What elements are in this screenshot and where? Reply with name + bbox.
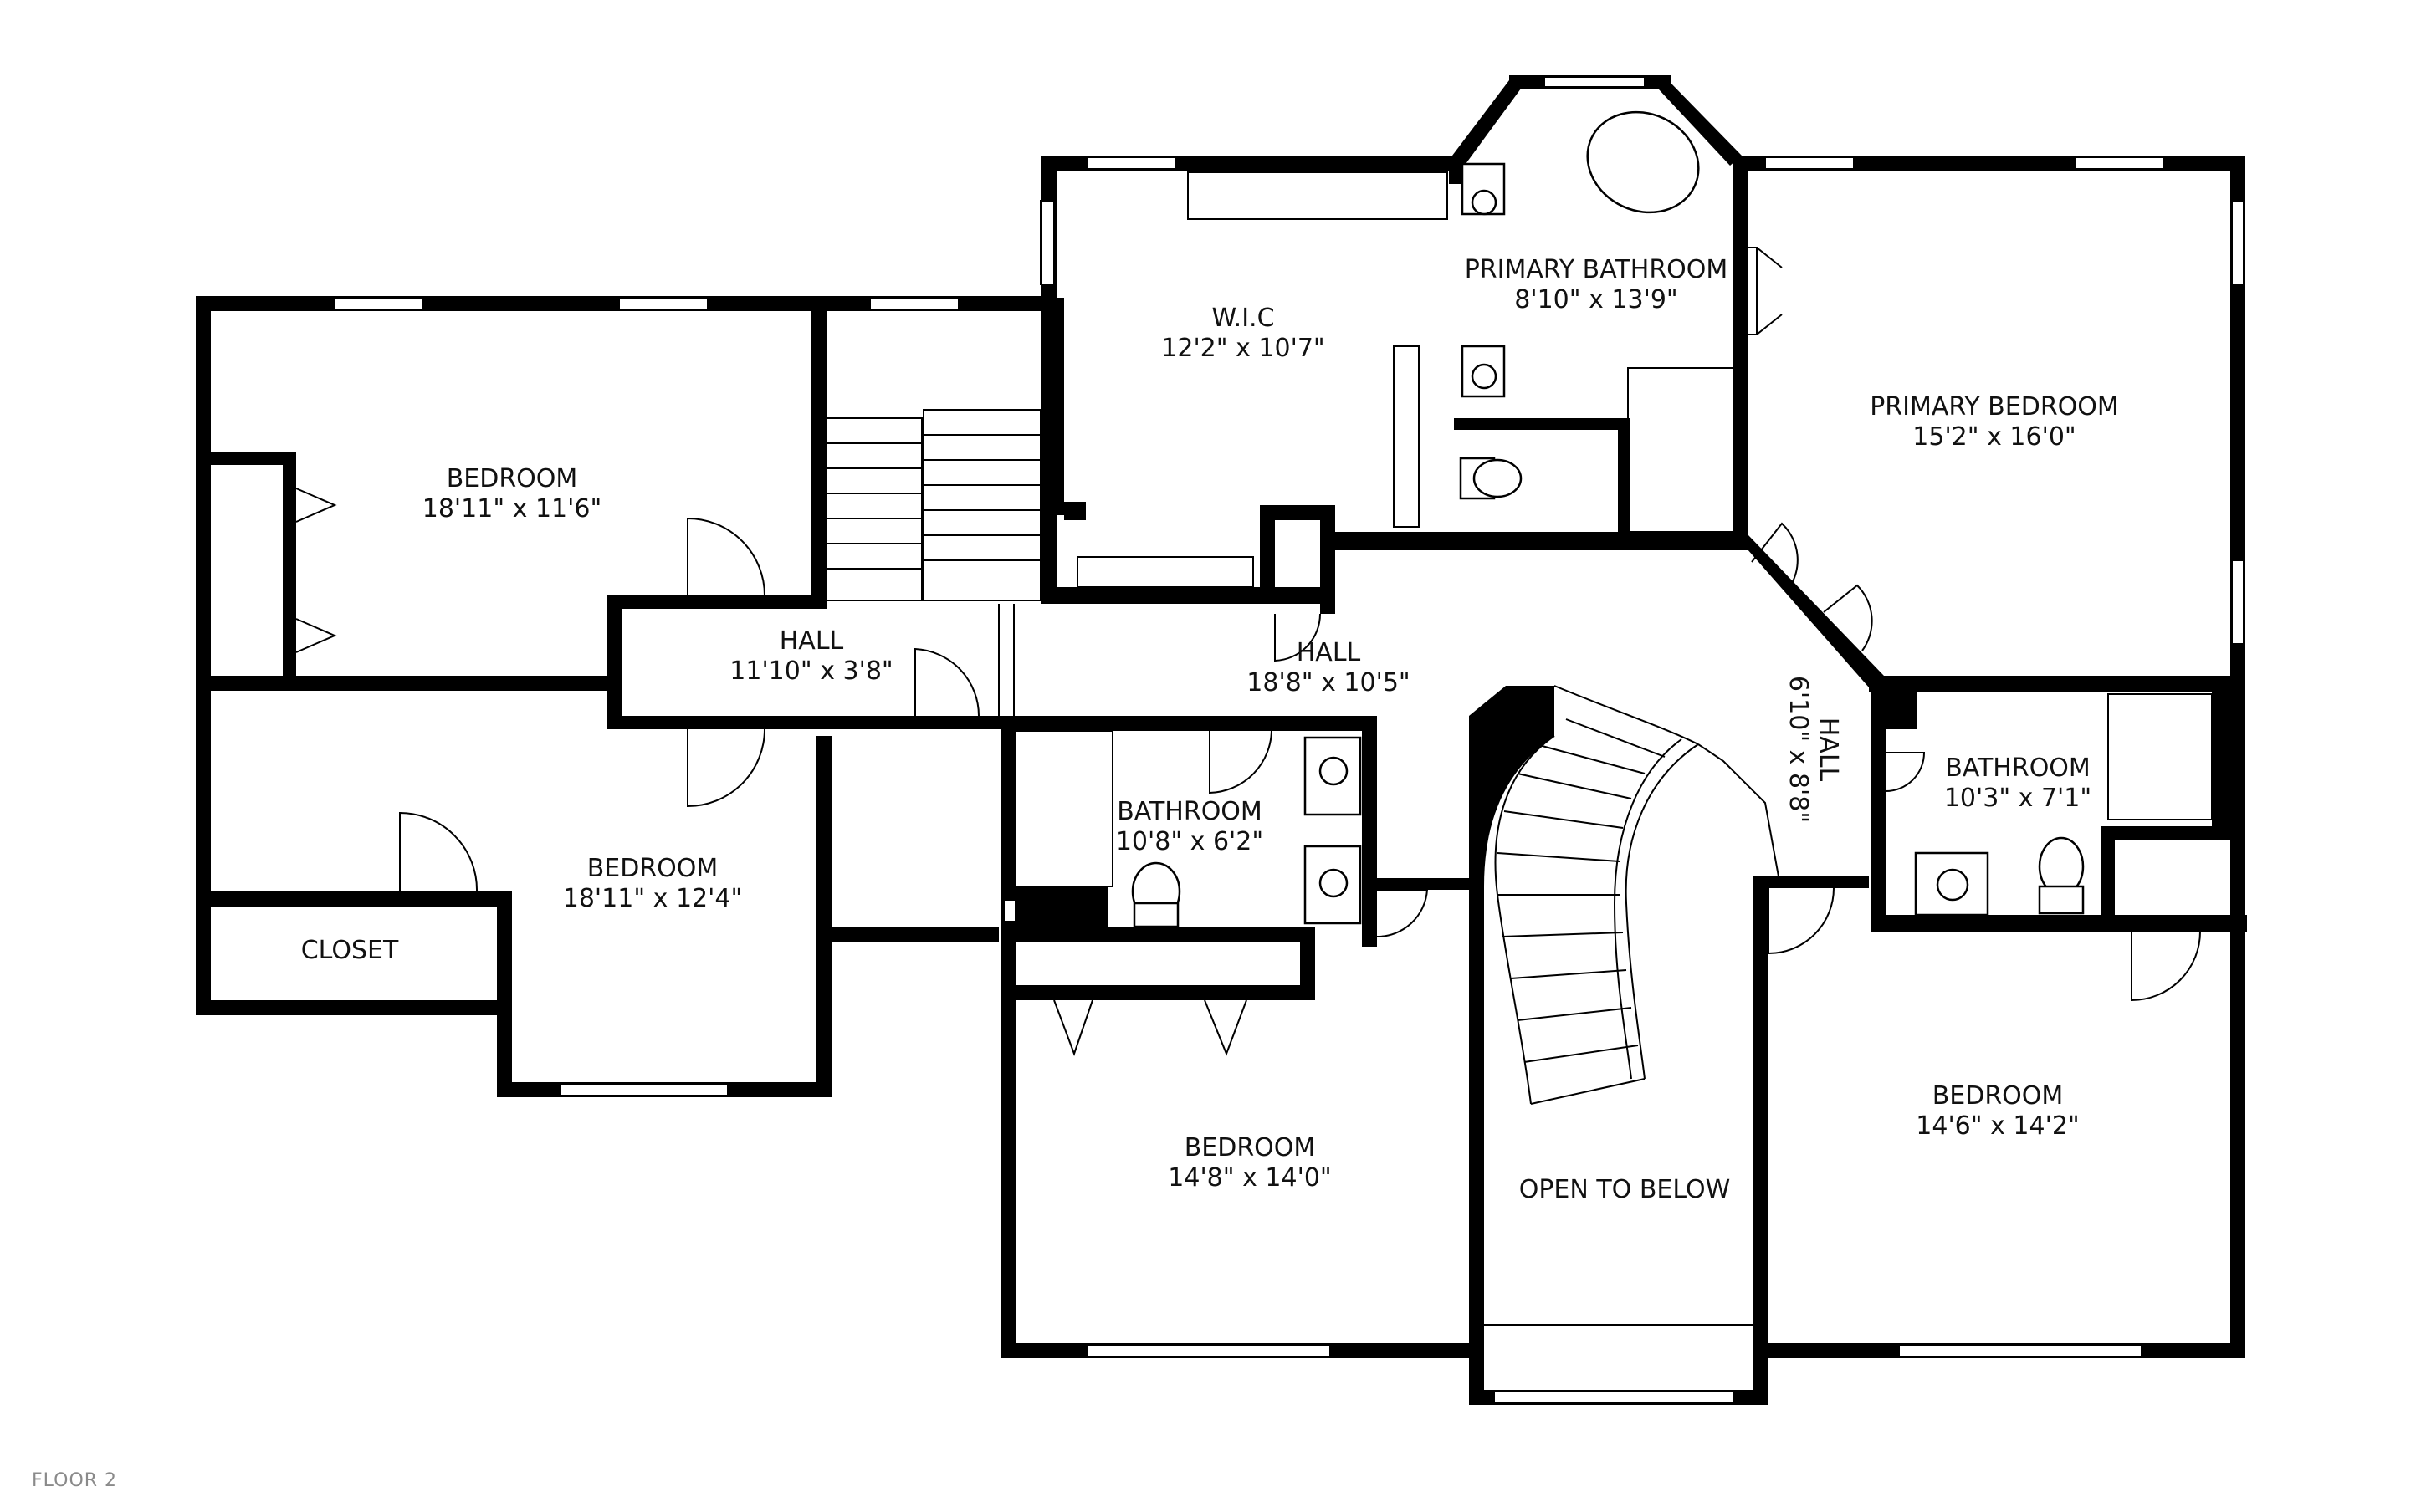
room-name: HALL [1814, 718, 1843, 782]
room-dims: 14'8" x 14'0" [1168, 1163, 1331, 1193]
sink-icon [1914, 851, 1989, 917]
room-dims: 10'8" x 6'2" [1116, 827, 1263, 856]
wic-shelf [1077, 556, 1254, 588]
wic-shelf [1187, 171, 1448, 220]
room-dims: 18'11" x 12'4" [563, 884, 743, 913]
room-dims: 8'10" x 13'9" [1514, 285, 1677, 314]
fixtures [1015, 110, 2213, 928]
room-name: BEDROOM [1932, 1081, 2064, 1111]
room-name: BATHROOM [1945, 753, 2091, 783]
room-dims: 12'2" x 10'7" [1161, 334, 1324, 363]
bathtub-icon [1586, 110, 1700, 214]
room-name: BEDROOM [447, 464, 578, 493]
room-dims: 18'11" x 11'6" [422, 494, 602, 524]
room-name: BATHROOM [1117, 797, 1262, 826]
room-name: PRIMARY BATHROOM [1465, 255, 1728, 284]
floor-label: FLOOR 2 [32, 1470, 118, 1491]
staircase-upper [826, 409, 1042, 716]
room-name: BEDROOM [587, 854, 719, 883]
wic-shelf [1393, 345, 1420, 528]
room-dims: 6'10" x 8'8" [1784, 676, 1813, 823]
walls [196, 75, 2247, 1405]
room-dims: 18'8" x 10'5" [1246, 668, 1410, 697]
doors [295, 247, 2201, 1056]
room-labels: BEDROOM 18'11" x 11'6" HALL 11'10" x 3'8… [301, 255, 2119, 1204]
shower-icon [2107, 693, 2213, 820]
room-dims: 11'10" x 3'8" [729, 656, 893, 686]
room-name: BEDROOM [1185, 1133, 1316, 1162]
room-name: HALL [780, 626, 844, 656]
room-name: CLOSET [301, 936, 399, 965]
room-dims: 10'3" x 7'1" [1944, 784, 2091, 813]
room-name: OPEN TO BELOW [1519, 1175, 1731, 1204]
sink-icon [1461, 162, 1506, 216]
room-dims: 14'6" x 14'2" [1916, 1111, 2079, 1141]
room-name: PRIMARY BEDROOM [1870, 392, 2119, 421]
windows [334, 76, 2244, 1404]
tub-icon [1015, 730, 1113, 887]
room-name: W.I.C [1211, 304, 1274, 333]
room-dims: 15'2" x 16'0" [1912, 422, 2076, 452]
shower-icon [1627, 367, 1734, 533]
room-name: HALL [1297, 638, 1361, 667]
staircase-curved [1484, 685, 1779, 1326]
